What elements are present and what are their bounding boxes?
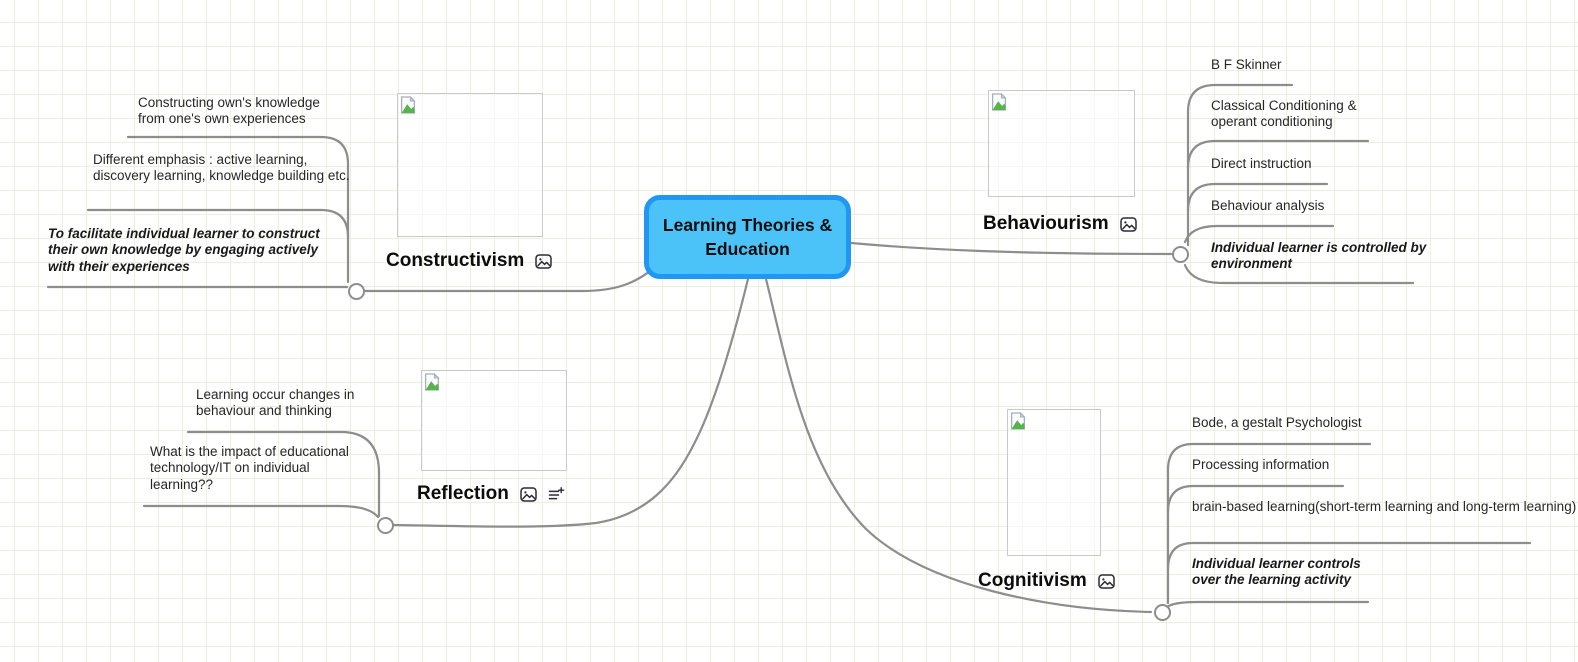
connector-root-constructivism (362, 269, 652, 293)
junction-reflection[interactable] (377, 517, 394, 534)
connector-constructivism-child1 (126, 135, 350, 284)
connector-behaviourism-child5 (1183, 263, 1415, 285)
connector-root-behaviourism (849, 241, 1173, 256)
connector-cognitivism-child2 (1166, 484, 1345, 514)
image-icon[interactable] (535, 253, 553, 269)
connector-root-reflection (392, 277, 750, 528)
image-placeholder-behaviourism[interactable] (988, 90, 1135, 197)
connector-behaviourism-child1 (1186, 83, 1294, 247)
connector-behaviourism-child2 (1186, 139, 1370, 170)
child-node[interactable]: Behaviour analysis (1211, 198, 1325, 213)
image-icon[interactable] (1119, 216, 1137, 232)
notes-add-icon[interactable] (548, 486, 565, 502)
node-behaviourism[interactable]: Behaviourism (983, 213, 1137, 235)
junction-cognitivism[interactable] (1154, 604, 1171, 621)
child-node[interactable]: Individual learner controls over the lea… (1192, 556, 1361, 588)
connector-reflection-child1 (186, 430, 381, 518)
child-node[interactable]: Learning occur changes in behaviour and … (196, 387, 355, 419)
junction-behaviourism[interactable] (1172, 246, 1189, 263)
broken-image-icon (424, 373, 440, 391)
node-reflection[interactable]: Reflection (417, 483, 565, 505)
connector-cognitivism-child3 (1166, 541, 1532, 571)
image-icon[interactable] (1097, 573, 1115, 589)
child-node[interactable]: Processing information (1192, 457, 1330, 472)
child-node[interactable]: B F Skinner (1211, 57, 1282, 72)
broken-image-icon (400, 96, 416, 114)
broken-image-icon (1010, 412, 1026, 430)
node-cognitivism-label: Cognitivism (978, 570, 1087, 591)
connector-constructivism-child2 (86, 208, 350, 239)
connector-reflection-child2 (142, 504, 380, 519)
image-placeholder-constructivism[interactable] (397, 93, 543, 237)
child-node[interactable]: What is the impact of educational techno… (150, 444, 349, 492)
junction-constructivism[interactable] (348, 283, 365, 300)
connector-behaviourism-child3 (1186, 182, 1329, 213)
image-placeholder-reflection[interactable] (421, 370, 567, 471)
connector-cognitivism-child4 (1165, 600, 1370, 609)
child-node[interactable]: Constructing own's knowledge from one's … (138, 95, 320, 127)
child-node[interactable]: Different emphasis : active learning, di… (93, 152, 350, 184)
image-placeholder-cognitivism[interactable] (1007, 409, 1101, 556)
child-node[interactable]: Individual learner is controlled by envi… (1211, 240, 1427, 272)
root-node-label: Learning Theories & Education (662, 214, 833, 260)
node-behaviourism-label: Behaviourism (983, 213, 1109, 234)
node-reflection-label: Reflection (417, 483, 509, 504)
root-node[interactable]: Learning Theories & Education (644, 195, 851, 279)
child-node[interactable]: Direct instruction (1211, 156, 1312, 171)
image-icon[interactable] (520, 486, 537, 502)
node-constructivism-label: Constructivism (386, 250, 525, 271)
child-node[interactable]: Classical Conditioning & operant conditi… (1211, 98, 1357, 130)
connector-cognitivism-child1 (1166, 442, 1372, 605)
node-cognitivism[interactable]: Cognitivism (978, 570, 1115, 592)
broken-image-icon (991, 93, 1007, 111)
child-node[interactable]: brain-based learning(short-term learning… (1192, 499, 1577, 514)
child-node[interactable]: To facilitate individual learner to cons… (48, 226, 320, 274)
connector-behaviourism-child4 (1183, 224, 1335, 244)
connector-root-cognitivism (764, 277, 1153, 614)
child-node[interactable]: Bode, a gestalt Psychologist (1192, 415, 1362, 430)
node-constructivism[interactable]: Constructivism (386, 250, 553, 272)
